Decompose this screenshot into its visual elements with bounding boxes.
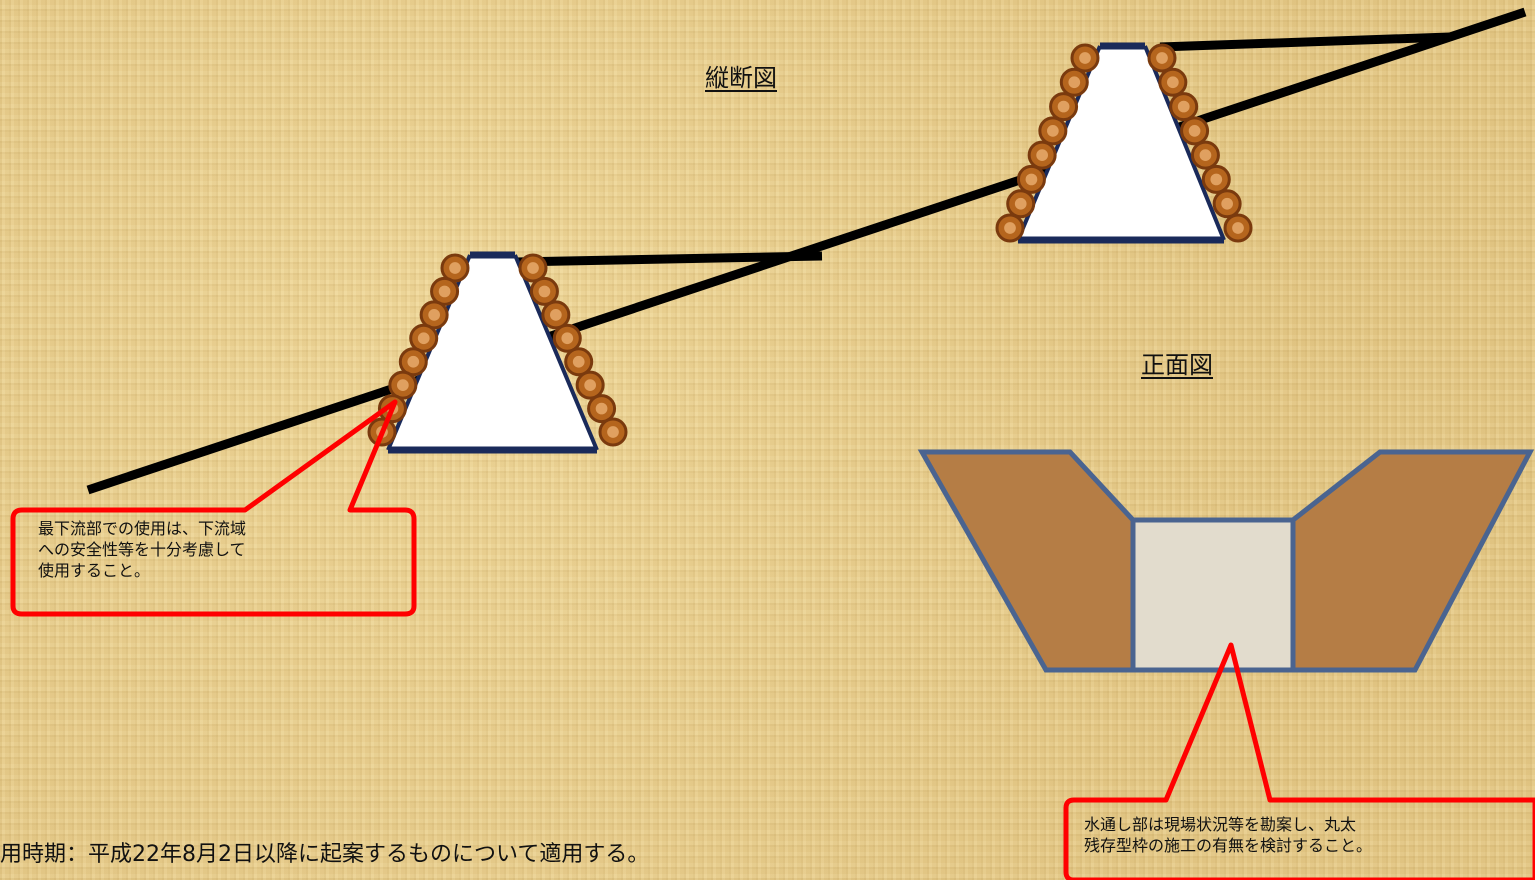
log-core xyxy=(1199,149,1212,161)
front-view-right-wing xyxy=(1290,449,1535,673)
logs-upper-left xyxy=(995,43,1100,243)
log-core xyxy=(607,426,619,438)
log-core xyxy=(1068,76,1081,89)
riverbed-line xyxy=(86,7,1527,495)
log-core xyxy=(397,379,409,391)
log-core xyxy=(438,285,451,298)
logs-upper-right xyxy=(1147,43,1253,243)
effective-date-text: 用時期：平成22年8月2日以降に起案するものについて適用する。 xyxy=(0,842,650,867)
logs-lower-right xyxy=(518,253,628,447)
log-core xyxy=(1079,52,1091,64)
front-view-drawing xyxy=(917,449,1535,673)
front-view-heading: 正面図 xyxy=(1141,351,1213,379)
log-core xyxy=(1014,197,1027,210)
dam-upper xyxy=(995,42,1253,244)
callout-downstream xyxy=(10,399,417,617)
downstream-note-text: 最下流部での使用は、下流域 への安全性等を十分考慮して 使用すること。 xyxy=(38,519,247,580)
log-core xyxy=(407,355,420,368)
log-core xyxy=(1057,100,1070,113)
log-core xyxy=(584,379,596,391)
log-core xyxy=(1156,52,1168,64)
dam-lower xyxy=(367,251,628,454)
log-core xyxy=(1177,100,1190,113)
log-core xyxy=(1047,125,1059,137)
log-core xyxy=(527,262,539,274)
log-core xyxy=(1004,222,1016,234)
log-core xyxy=(1036,149,1048,161)
log-core xyxy=(1025,173,1038,186)
log-core xyxy=(417,332,430,345)
longitudinal-view-heading: 縦断図 xyxy=(705,64,777,92)
log-core xyxy=(449,262,461,274)
front-view-waterway-notch xyxy=(1130,517,1296,673)
log-core xyxy=(1210,173,1223,186)
log-core xyxy=(561,332,574,345)
waterway-note-text: 水通し部は現場状況等を勘案し、丸太 残存型枠の施工の有無を検討すること。 xyxy=(1084,815,1373,855)
front-view-left-wing xyxy=(917,449,1136,673)
log-core xyxy=(1232,222,1244,234)
log-core xyxy=(550,309,562,321)
log-core xyxy=(428,309,440,321)
log-core xyxy=(538,285,551,298)
log-core xyxy=(595,402,608,415)
log-core xyxy=(1188,125,1201,137)
callout-waterway xyxy=(1063,642,1535,880)
log-core xyxy=(1167,76,1179,89)
log-core xyxy=(572,355,585,368)
log-core xyxy=(1221,197,1233,210)
